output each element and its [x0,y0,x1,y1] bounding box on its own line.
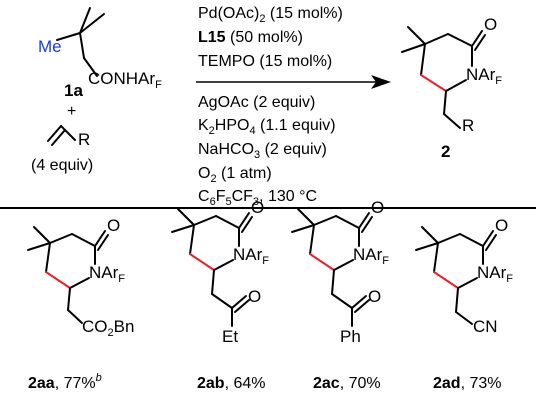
product-number: 2 [441,142,450,161]
reaction-arrow [196,75,391,89]
example-2ad-structure [415,226,497,325]
example-2ac-structure [291,208,373,327]
example-2aa-caption: 2aa, 77%b [28,372,102,392]
example-2ad-substituent: CN [473,317,498,336]
condition-phosphate: K2HPO4 (1.1 equiv) [198,117,336,138]
condition-silver: AgOAc (2 equiv) [198,94,316,111]
product-2-structure [401,26,486,129]
example-2aa-o-label: O [107,216,120,235]
alkene-r-label: R [78,130,90,149]
product-n-label: NArF [466,65,502,87]
example-2ab-substituent: Et [222,327,238,346]
substrate-number: 1a [64,81,83,100]
example-2ac-substituent: Ph [340,327,361,346]
example-2ac-o-label: O [371,198,384,217]
example-2ad-n-label: NArF [477,263,513,285]
example-2ad-caption: 2ad, 73% [433,375,502,392]
condition-solvent: C6F5CF3, 130 °C [198,188,318,209]
example-2ac-ketone-o-label: O [368,287,381,306]
alkene-equiv: (4 equiv) [31,157,93,174]
amide-label: CONHArF [88,69,162,91]
example-2aa-substituent: CO2Bn [82,317,134,339]
alkene-structure [47,125,76,146]
product-o-label: O [484,15,497,34]
example-2aa-structure [27,226,109,324]
example-2aa-n-label: NArF [89,263,125,285]
condition-catalyst: Pd(OAc)2 (15 mol%) [198,5,343,26]
condition-tempo: TEMPO (15 mol%) [198,53,333,70]
example-2ac-n-label: NArF [353,245,389,267]
example-2ac-caption: 2ac, 70% [313,375,381,392]
substrate-1a-structure [56,7,105,77]
example-2ab-caption: 2ab, 64% [197,375,266,392]
condition-bicarbonate: NaHCO3 (2 equiv) [198,141,327,162]
example-2ab-structure [171,208,253,327]
example-2ab-o-label: O [251,198,264,217]
methyl-label: Me [38,37,62,56]
product-r-label: R [462,116,474,135]
example-2ad-o-label: O [495,216,508,235]
condition-oxygen: O2 (1 atm) [198,165,272,186]
example-2ab-ketone-o-label: O [248,287,261,306]
condition-ligand: L15 (50 mol%) [198,29,303,46]
plus-sign: + [67,103,76,120]
example-2ab-n-label: NArF [233,245,269,267]
